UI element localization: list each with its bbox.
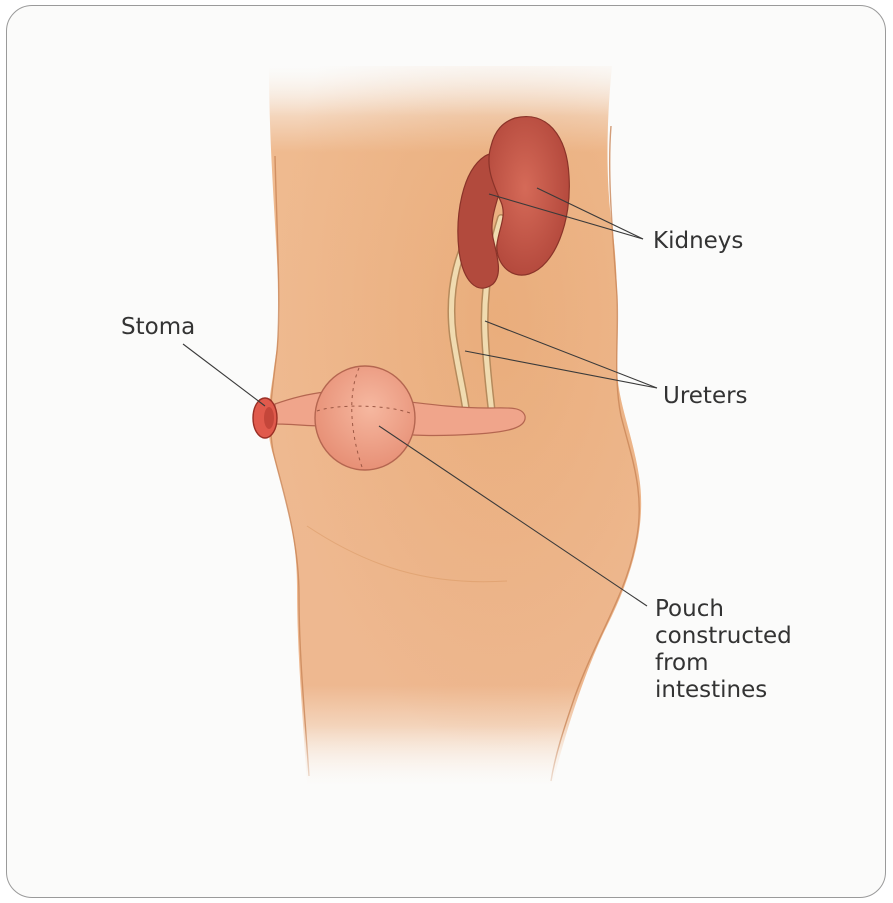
urinary-diversion-illustration [7,6,886,898]
intestinal-pouch [315,366,415,470]
label-pouch-line2: constructed [655,623,792,650]
label-pouch-line4: intestines [655,677,792,704]
label-pouch-line1: Pouch [655,596,792,623]
label-pouch-line3: from [655,650,792,677]
label-stoma: Stoma [121,314,195,341]
illustration-frame: Stoma Kidneys Ureters Pouch constructed … [6,5,886,898]
stoma-leader [183,344,265,406]
label-kidneys: Kidneys [653,228,743,255]
label-pouch: Pouch constructed from intestines [655,596,792,704]
label-ureters: Ureters [663,383,748,410]
